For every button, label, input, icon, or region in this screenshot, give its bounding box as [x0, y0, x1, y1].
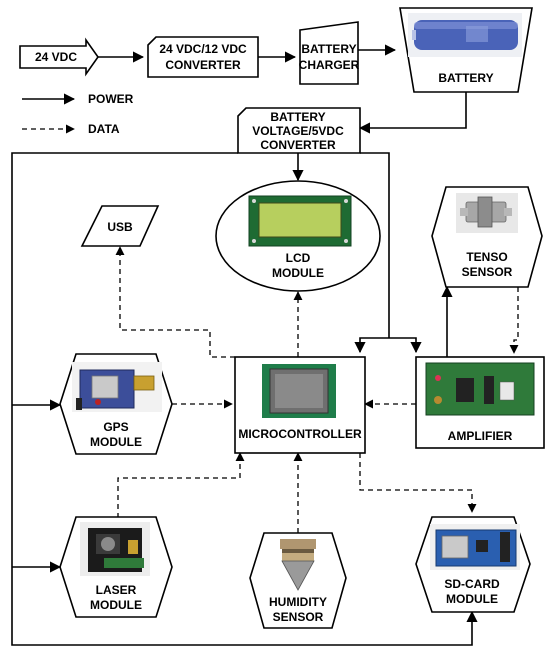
tenso-sensor-image: [456, 193, 518, 233]
laser-module-block: LASER MODULE: [59, 516, 173, 618]
usb-label: USB: [107, 220, 133, 234]
power-line-to-microcontroller: [354, 337, 389, 354]
power-line-to-amplifier: [389, 337, 422, 354]
lcd-label-line1: LCD: [286, 251, 311, 265]
humidity-sensor-block: HUMIDITY SENSOR: [249, 532, 347, 629]
humidity-label-line2: SENSOR: [273, 610, 324, 624]
power-line-battery-to-voltage-converter: [358, 92, 467, 134]
legend: POWER DATA: [22, 92, 134, 136]
battery-charger-block: BATTERY CHARGER: [299, 21, 360, 85]
humidity-sensor-image: [280, 539, 316, 591]
lcd-image: [248, 195, 352, 247]
sd-card-module-block: SD-CARD MODULE: [415, 516, 531, 613]
laser-module-image: [80, 522, 150, 576]
amplifier-block: AMPLIFIER: [415, 356, 545, 449]
power-line-to-sd-card: [11, 152, 478, 646]
battery-image: [408, 13, 522, 57]
data-line-micro-to-sd-card: [359, 453, 477, 513]
tenso-label-line1: TENSO: [466, 250, 507, 264]
data-line-to-usb: [115, 246, 235, 358]
data-line-laser-to-micro: [117, 452, 245, 518]
lcd-label-line2: MODULE: [272, 266, 324, 280]
gps-label-line2: MODULE: [90, 435, 142, 449]
laser-label-line2: MODULE: [90, 598, 142, 612]
gps-module-block: GPS MODULE: [59, 353, 173, 455]
battery-charger-label-line2: CHARGER: [299, 58, 360, 72]
battery-voltage-converter-block: BATTERY VOLTAGE/5VDC CONVERTER: [237, 107, 361, 154]
legend-data-label: DATA: [88, 122, 120, 136]
tenso-label-line2: SENSOR: [462, 265, 513, 279]
battery-charger-label-line1: BATTERY: [301, 42, 356, 56]
microcontroller-chip-image: [262, 364, 336, 418]
input-24vdc-label: 24 VDC: [35, 50, 77, 64]
sd-card-module-image: [430, 524, 520, 570]
battery-converter-label-line1: BATTERY: [270, 110, 325, 124]
battery-block: BATTERY: [399, 7, 533, 93]
microcontroller-block: MICROCONTROLLER: [234, 356, 366, 454]
battery-label: BATTERY: [438, 71, 493, 85]
tenso-sensor-block: TENSO SENSOR: [431, 186, 543, 288]
lcd-module-block: LCD MODULE: [215, 180, 381, 292]
input-24vdc-arrow: 24 VDC: [19, 37, 99, 77]
gps-module-image: [72, 362, 162, 412]
data-lines: [115, 246, 519, 533]
humidity-label-line1: HUMIDITY: [269, 595, 327, 609]
battery-converter-label-line3: CONVERTER: [260, 138, 336, 152]
amplifier-board-image: [425, 362, 535, 416]
gps-label-line1: GPS: [103, 420, 128, 434]
converter-24-12-block: 24 VDC/12 VDC CONVERTER: [147, 36, 259, 78]
microcontroller-label: MICROCONTROLLER: [238, 427, 362, 441]
converter-24-12-label-line2: CONVERTER: [165, 58, 241, 72]
power-line-right-trunk: [360, 152, 390, 338]
data-line-tenso-to-amplifier: [509, 287, 519, 354]
usb-block: USB: [80, 205, 160, 247]
converter-24-12-label-line1: 24 VDC/12 VDC: [159, 42, 247, 56]
sd-card-label-line1: SD-CARD: [444, 577, 500, 591]
power-distribution: [11, 152, 478, 646]
amplifier-label: AMPLIFIER: [448, 429, 513, 443]
battery-converter-label-line2: VOLTAGE/5VDC: [252, 124, 344, 138]
laser-label-line1: LASER: [96, 583, 137, 597]
sd-card-label-line2: MODULE: [446, 592, 498, 606]
legend-power-label: POWER: [88, 92, 134, 106]
